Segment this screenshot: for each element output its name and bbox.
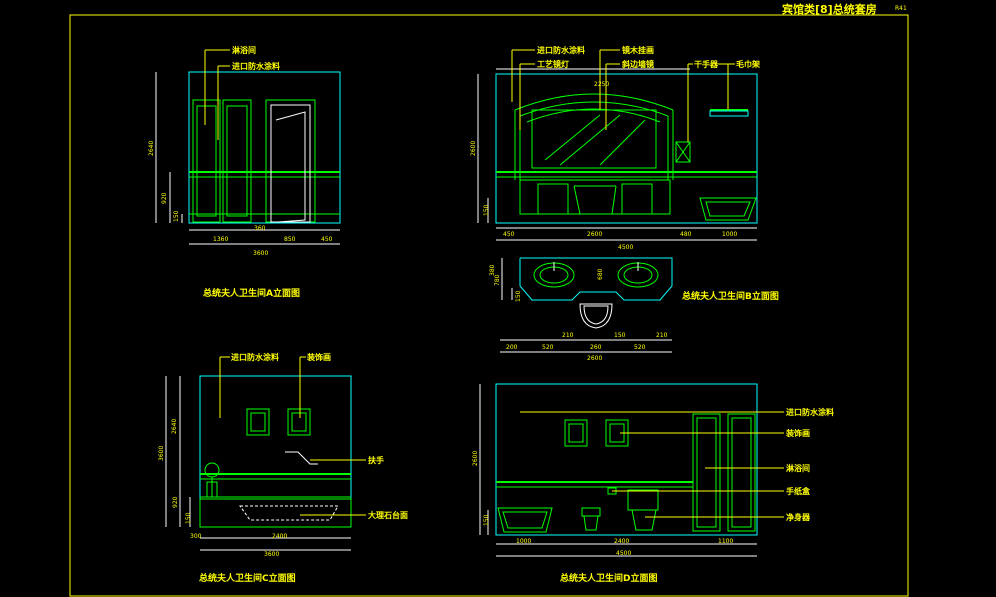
dim-b-plan-mid: 680 — [597, 268, 604, 280]
dim-b-total: 4500 — [618, 244, 633, 251]
dim-b-plan-1: 520 — [542, 344, 554, 351]
dim-c-h-1: 2400 — [272, 533, 287, 540]
caption-b: 总统夫人卫生间B立面图 — [682, 290, 779, 302]
dim-d-v-0: 2600 — [472, 451, 479, 466]
label-c-0: 进口防水涂料 — [231, 352, 279, 362]
label-b-4: 干手器 — [694, 59, 719, 69]
dim-d-total: 4500 — [616, 550, 631, 557]
dim-a-v-0: 2640 — [148, 141, 155, 156]
label-c-2: 扶手 — [368, 455, 384, 465]
label-b-5: 毛巾架 — [736, 59, 760, 69]
label-b-3: 斜边墙镜 — [621, 59, 654, 69]
dim-d-h-1: 2400 — [614, 538, 629, 545]
dim-a-v-1: 920 — [161, 192, 168, 204]
label-b-0: 进口防水涂料 — [537, 45, 585, 55]
label-c-3: 大理石台面 — [368, 510, 408, 520]
dim-c-v-2: 920 — [172, 496, 179, 508]
dim-b-plan-v-0: 780 — [494, 274, 501, 286]
caption-c: 总统夫人卫生间C立面图 — [199, 572, 296, 584]
caption-a: 总统夫人卫生间A立面图 — [203, 287, 300, 299]
dim-b-plan-v-1: 380 — [489, 264, 496, 276]
label-a-0: 淋浴间 — [232, 45, 256, 55]
dim-b-plan-v-2: 150 — [515, 290, 522, 302]
dim-c-h-0: 300 — [190, 533, 202, 540]
dim-b-plan-0: 200 — [506, 344, 518, 351]
dim-b-plan-4: 150 — [614, 332, 626, 339]
dim-a-h-3: 450 — [321, 236, 333, 243]
sheet-code: R41 — [895, 5, 907, 12]
label-c-1: 装饰画 — [306, 352, 331, 362]
label-d-2: 淋浴间 — [786, 463, 810, 473]
dim-c-v-1: 3600 — [158, 446, 165, 461]
sheet-title: 宾馆类[8]总统套房 — [782, 2, 877, 16]
dim-b-plan-6: 210 — [656, 332, 668, 339]
dim-d-v-1: 150 — [483, 514, 490, 526]
dim-b-plan-total: 2600 — [587, 355, 602, 362]
label-d-4: 净身器 — [786, 512, 811, 522]
caption-d: 总统夫人卫生间D立面图 — [560, 572, 657, 584]
dim-b-v-1: 150 — [483, 204, 490, 216]
sheet-border — [69, 14, 909, 597]
label-b-2: 镜木挂画 — [622, 45, 654, 55]
dim-b-plan-3: 260 — [590, 344, 602, 351]
dim-d-h-0: 1000 — [516, 538, 531, 545]
elevation-c — [165, 356, 366, 551]
dim-c-total: 3600 — [264, 551, 279, 558]
dim-c-v-3: 150 — [185, 512, 192, 524]
label-d-1: 装饰画 — [785, 428, 810, 438]
dim-b-h-2: 480 — [680, 231, 692, 238]
label-d-3: 手纸盒 — [786, 486, 811, 496]
label-d-0: 进口防水涂料 — [786, 407, 834, 417]
dim-b-h-0: 450 — [503, 231, 515, 238]
elevation-a — [155, 49, 341, 245]
dim-d-h-2: 1100 — [718, 538, 733, 545]
dim-c-v-0: 2640 — [171, 419, 178, 434]
dim-b-h-3: 1000 — [722, 231, 737, 238]
dim-b-v-0: 2600 — [470, 141, 477, 156]
vanity-plan-b — [500, 257, 673, 353]
dim-a-h-1: 360 — [254, 225, 266, 232]
dim-b-top: 2250 — [594, 81, 609, 88]
dim-a-h-0: 1360 — [213, 236, 228, 243]
dim-b-h-1: 2600 — [587, 231, 602, 238]
dim-b-plan-2: 210 — [562, 332, 574, 339]
elevation-d — [479, 383, 784, 557]
dim-a-total: 3600 — [253, 250, 268, 257]
label-a-1: 进口防水涂料 — [232, 61, 280, 71]
dim-b-plan-5: 520 — [634, 344, 646, 351]
dim-a-h-2: 850 — [284, 236, 296, 243]
label-b-1: 工艺镜灯 — [537, 59, 569, 69]
dim-a-v-2: 150 — [173, 210, 180, 222]
elevation-b — [477, 49, 758, 241]
